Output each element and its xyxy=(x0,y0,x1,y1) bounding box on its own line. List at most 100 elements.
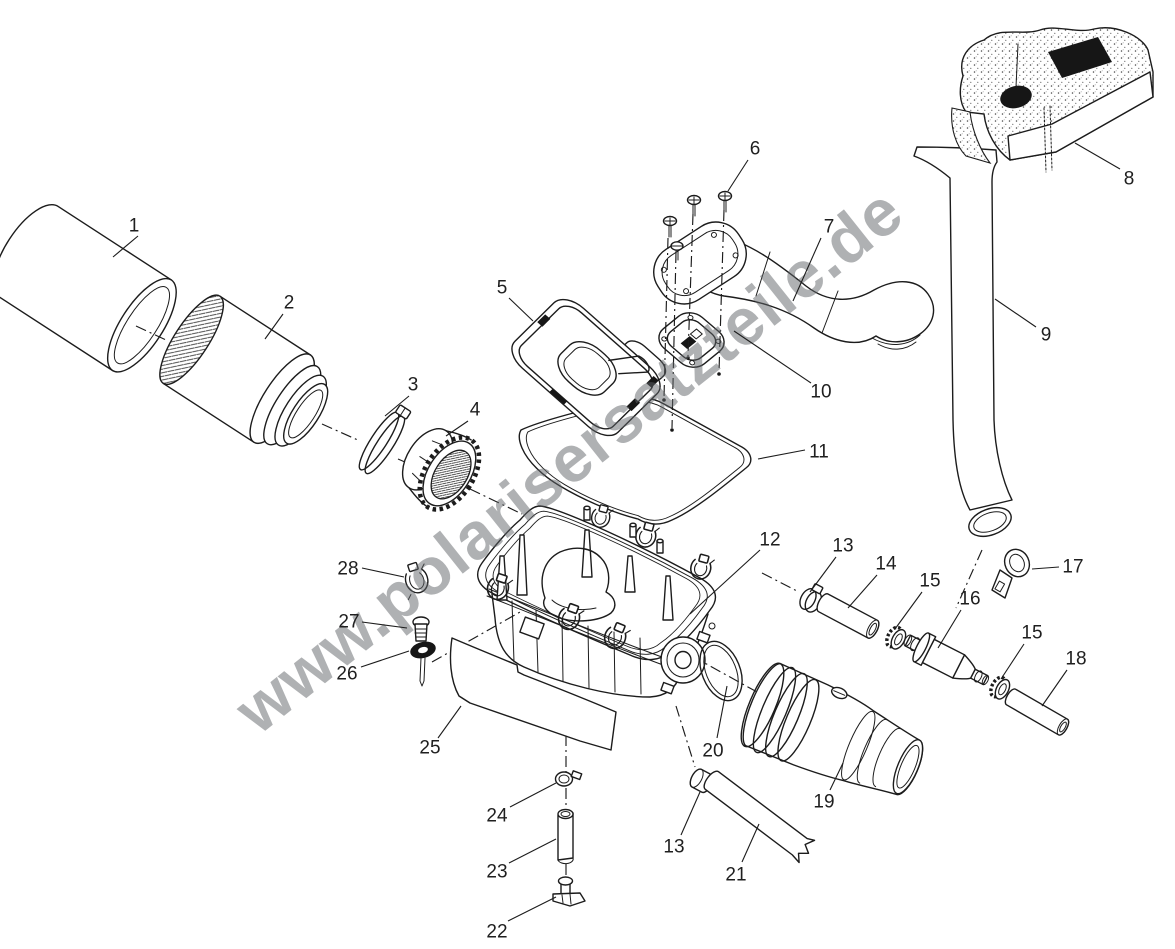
callout-leader-9 xyxy=(994,298,1037,328)
callout-4: 4 xyxy=(445,400,481,437)
callout-number-17: 17 xyxy=(1062,557,1083,578)
callout-leader-25 xyxy=(437,705,462,739)
callout-number-25: 25 xyxy=(419,738,440,759)
callout-number-6: 6 xyxy=(750,139,761,160)
callout-leader-11 xyxy=(757,449,806,460)
callout-23: 23 xyxy=(486,838,557,883)
part-18-vent-hose xyxy=(1004,688,1070,736)
part-10-adapter-plate xyxy=(652,307,731,373)
callout-leader-19 xyxy=(829,762,844,791)
callout-number-2: 2 xyxy=(284,293,295,314)
part-21-drain-hose xyxy=(703,770,816,864)
callout-number-19: 19 xyxy=(813,792,834,813)
callout-24: 24 xyxy=(486,782,557,827)
part-6-screws xyxy=(662,190,733,432)
callout-2: 2 xyxy=(264,293,295,340)
callout-15a: 15 xyxy=(894,571,941,630)
part-28-clamp xyxy=(404,561,429,601)
callout-6: 6 xyxy=(727,139,761,192)
part-14-vent-hose xyxy=(816,593,880,639)
callout-leader-15b xyxy=(1000,643,1025,680)
callout-number-21: 21 xyxy=(725,865,746,886)
part-17-clamp-bracket xyxy=(991,548,1031,599)
callout-22: 22 xyxy=(486,896,557,943)
callout-number-28: 28 xyxy=(337,559,358,580)
part-12-airbox-base xyxy=(476,502,717,713)
callout-28: 28 xyxy=(337,559,405,580)
callout-number-15b: 15 xyxy=(1021,623,1042,644)
callout-leader-21 xyxy=(741,823,760,863)
callout-number-9: 9 xyxy=(1041,325,1052,346)
callout-12: 12 xyxy=(689,530,781,615)
callout-11: 11 xyxy=(757,442,829,463)
callout-number-13b: 13 xyxy=(663,837,684,858)
callout-leader-13a xyxy=(809,556,837,593)
part-19-duct-boot xyxy=(740,662,924,796)
screw-icon xyxy=(662,190,733,261)
callout-leader-2 xyxy=(264,313,284,340)
callout-18: 18 xyxy=(1041,649,1087,707)
callout-number-1: 1 xyxy=(129,216,140,237)
part-9-snorkel-tube xyxy=(913,146,1013,538)
callout-27: 27 xyxy=(338,612,408,633)
callout-leader-24 xyxy=(509,782,557,808)
callout-21: 21 xyxy=(725,823,760,886)
part-4-lock-ring xyxy=(401,428,482,512)
callout-26: 26 xyxy=(336,650,410,685)
callout-number-15a: 15 xyxy=(919,571,940,592)
callout-leader-14 xyxy=(847,574,878,609)
part-26-washer xyxy=(410,641,436,687)
callout-8: 8 xyxy=(1074,142,1135,190)
callout-17: 17 xyxy=(1031,557,1084,578)
callout-15b: 15 xyxy=(1000,623,1043,680)
part-23-drain-tube xyxy=(557,808,574,865)
part-22-drain-fitting xyxy=(552,876,586,907)
callout-number-8: 8 xyxy=(1124,169,1135,190)
callout-number-3: 3 xyxy=(408,375,419,396)
part-2-filter-element xyxy=(159,294,329,447)
part-3-clamp xyxy=(358,404,412,475)
part-25-deflector-panel xyxy=(449,637,617,751)
callout-leader-28 xyxy=(361,567,405,578)
callout-13a: 13 xyxy=(809,536,854,593)
callout-number-26: 26 xyxy=(336,664,357,685)
callout-number-23: 23 xyxy=(486,862,507,883)
part-24-clamp xyxy=(554,770,583,787)
callout-19: 19 xyxy=(813,762,844,813)
callout-14: 14 xyxy=(847,554,897,609)
part-16-check-valve xyxy=(903,632,990,686)
part-8-foam-block xyxy=(951,27,1154,173)
callout-13b: 13 xyxy=(663,791,701,858)
callout-1: 1 xyxy=(112,216,140,258)
callout-leader-12 xyxy=(689,549,761,615)
part-27-drain-valve xyxy=(412,616,430,642)
callout-5: 5 xyxy=(497,278,534,322)
callout-number-13a: 13 xyxy=(832,536,853,557)
callout-number-24: 24 xyxy=(486,806,508,827)
callout-20: 20 xyxy=(702,685,728,762)
callout-leader-27 xyxy=(361,621,408,629)
part-1-precleaner-sleeve xyxy=(0,204,177,373)
callout-leader-4 xyxy=(445,420,469,437)
callout-number-22: 22 xyxy=(486,922,507,943)
callout-leader-3 xyxy=(384,395,410,417)
callout-number-27: 27 xyxy=(338,612,359,633)
callout-leader-20 xyxy=(716,685,728,739)
callout-number-18: 18 xyxy=(1065,649,1086,670)
callout-7: 7 xyxy=(792,217,834,302)
callout-9: 9 xyxy=(994,298,1052,346)
callout-leader-10 xyxy=(733,330,812,384)
callout-leader-22 xyxy=(507,896,557,922)
callout-leader-26 xyxy=(360,650,410,668)
callout-10: 10 xyxy=(733,330,832,403)
callout-25: 25 xyxy=(419,705,462,759)
callout-leader-6 xyxy=(727,159,749,192)
callout-number-12: 12 xyxy=(759,530,780,551)
callout-leader-23 xyxy=(508,838,557,864)
callout-leader-15a xyxy=(894,591,923,630)
assembly-axis-lines xyxy=(321,423,983,879)
callout-leader-17 xyxy=(1031,566,1060,570)
